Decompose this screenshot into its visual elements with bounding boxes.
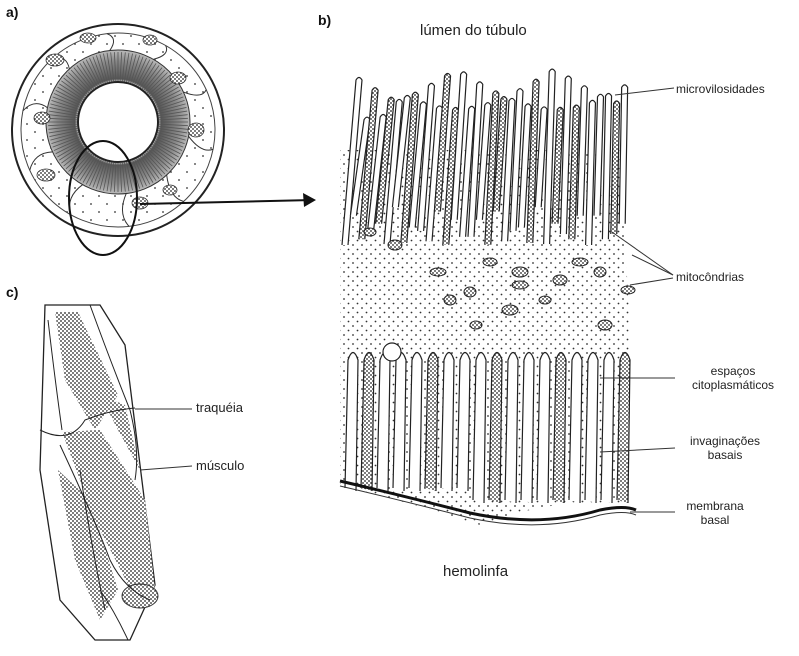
leader-lines-c xyxy=(135,409,192,470)
muscle-fiber xyxy=(40,305,158,640)
trachea-label: traquéia xyxy=(196,401,243,415)
epithelial-cell-detail xyxy=(340,69,636,525)
panel-label-b: b) xyxy=(318,12,331,28)
panel-label-a: a) xyxy=(6,4,18,20)
hemolymph-label: hemolinfa xyxy=(443,563,508,580)
mitochondria-label: mitocôndrias xyxy=(676,270,744,284)
tubule-cross-section xyxy=(12,24,224,255)
lumen-label: lúmen do túbulo xyxy=(420,22,527,39)
muscle-label: músculo xyxy=(196,459,244,473)
panel-label-c: c) xyxy=(6,284,18,300)
microvilli-label: microvilosidades xyxy=(676,82,765,96)
